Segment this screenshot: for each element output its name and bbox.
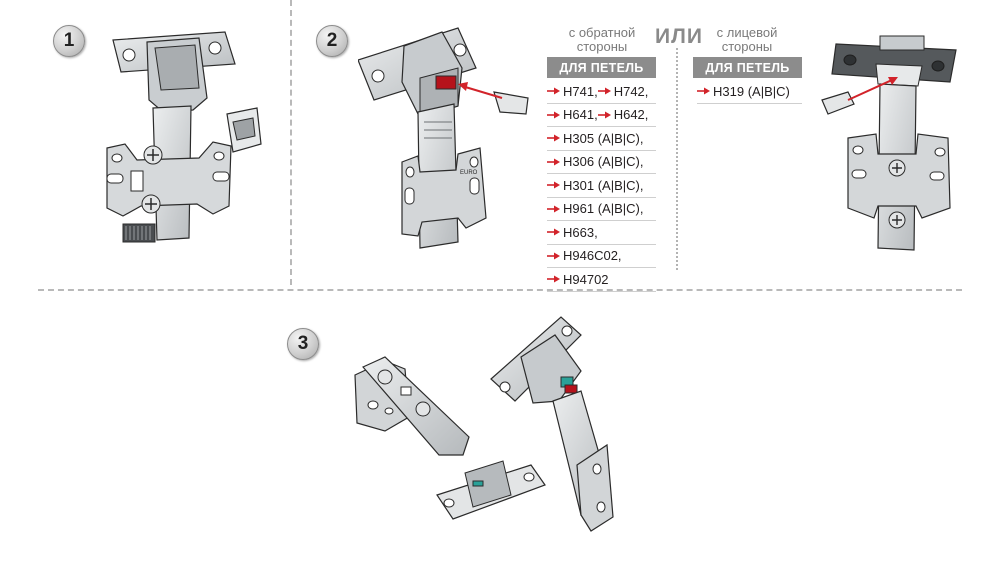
vertical-separator bbox=[290, 0, 292, 285]
horizontal-separator bbox=[38, 289, 962, 291]
euro-stamp: EURO bbox=[460, 170, 478, 176]
red-arrow-icon bbox=[547, 87, 560, 95]
header-left-hinges: ДЛЯ ПЕТЕЛЬ bbox=[547, 57, 656, 78]
hinge-model-code: H301 (A|B|C), bbox=[563, 177, 644, 193]
red-arrow-icon bbox=[547, 181, 560, 189]
hinge-model-item: H741, H742, bbox=[547, 80, 656, 104]
red-arrow-icon bbox=[547, 111, 560, 119]
or-label: ИЛИ bbox=[655, 25, 703, 48]
hinge-model-code: H641, bbox=[563, 107, 598, 123]
caption-back-side: с обратной стороны bbox=[568, 25, 636, 54]
hinge-model-code: H961 (A|B|C), bbox=[563, 201, 644, 217]
red-arrow-icon bbox=[547, 134, 560, 142]
step-3-badge: 3 bbox=[287, 328, 319, 360]
hinge-front-side-illustration bbox=[821, 35, 957, 251]
right-hinge-list: H319 (A|B|C) bbox=[697, 80, 802, 104]
red-arrow-icon bbox=[547, 205, 560, 213]
header-right-hinges: ДЛЯ ПЕТЕЛЬ bbox=[693, 57, 802, 78]
red-arrow-icon bbox=[547, 228, 560, 236]
hinge-model-code: H319 (A|B|C) bbox=[713, 83, 790, 99]
step-1-badge: 1 bbox=[53, 25, 85, 57]
hinge-model-item: H305 (A|B|C), bbox=[547, 127, 656, 151]
hinge-step-2-illustration: EURO bbox=[358, 27, 529, 249]
hinge-model-item: H306 (A|B|C), bbox=[547, 151, 656, 174]
hinge-model-code: H741, bbox=[563, 83, 598, 99]
hinge-model-code: H642, bbox=[613, 107, 649, 123]
hinge-model-code: H306 (A|B|C), bbox=[563, 154, 644, 170]
red-arrow-icon bbox=[697, 87, 710, 95]
hinge-model-item: H946C02, bbox=[547, 245, 656, 268]
hinge-model-item: H663, bbox=[547, 221, 656, 245]
dotted-separator bbox=[676, 48, 678, 270]
hinge-model-item: H641, H642, bbox=[547, 104, 656, 127]
hinge-model-code: H946C02, bbox=[563, 248, 622, 264]
hinge-model-code: H742, bbox=[613, 83, 649, 99]
hinge-step-1-illustration bbox=[106, 31, 262, 243]
hinge-model-item: H94702 bbox=[547, 268, 656, 292]
red-arrow-icon bbox=[547, 158, 560, 166]
red-arrow-icon bbox=[597, 87, 611, 95]
hinge-model-code: H305 (A|B|C), bbox=[563, 130, 644, 146]
red-arrow-icon bbox=[547, 275, 560, 283]
hinge-model-code: H94702 bbox=[563, 271, 609, 287]
step-2-badge: 2 bbox=[316, 25, 348, 57]
caption-front-side: с лицевой стороны bbox=[716, 25, 778, 54]
left-hinge-list: H741, H742, H641, H642, H305 (A|B|C), H306 (A… bbox=[547, 80, 656, 292]
hinge-model-code: H663, bbox=[563, 224, 598, 240]
hinge-model-item: H319 (A|B|C) bbox=[697, 80, 802, 104]
red-arrow-icon bbox=[547, 252, 560, 260]
hinge-model-item: H301 (A|B|C), bbox=[547, 174, 656, 198]
red-arrow-icon bbox=[597, 111, 611, 119]
hinge-model-item: H961 (A|B|C), bbox=[547, 198, 656, 221]
hinge-step-3-illustration bbox=[354, 316, 614, 532]
